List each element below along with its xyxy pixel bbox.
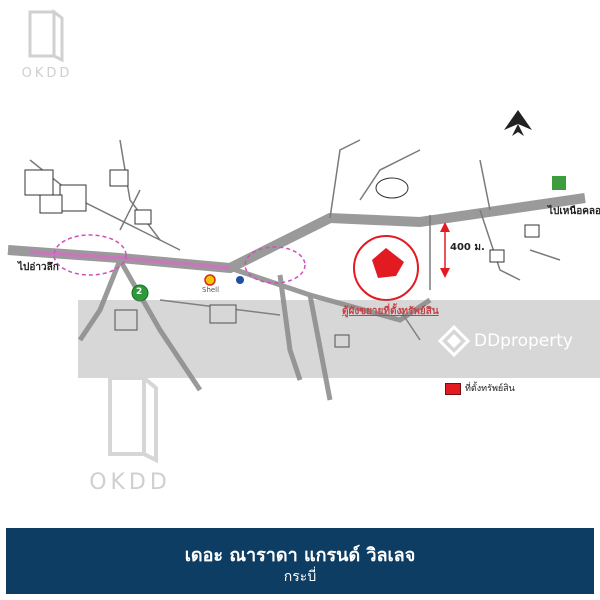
site-parcel: [372, 248, 404, 278]
secondary-roads: [77, 258, 432, 401]
label-to-ao-luek: ไปอ่าวลึก: [18, 262, 59, 273]
legend-label: ที่ตั้งทรัพย์สิน: [465, 384, 515, 394]
label-project-site: ตู้ผังขยายที่ตั้งทรัพย์สิน: [342, 306, 439, 317]
fuel-station-icon: [236, 276, 244, 284]
legend-swatch: [445, 383, 461, 395]
project-footer: เดอะ ณาราดา แกรนด์ วิลเลจ กระบี่: [6, 528, 594, 594]
landmark-green-icon: [552, 176, 566, 190]
okdd-logo-top: OKDD: [12, 6, 82, 86]
map-drawing: [7, 110, 586, 401]
ddproperty-watermark: DDproperty: [438, 323, 600, 359]
ddproperty-logo-icon: [438, 325, 470, 357]
label-shell: Shell: [202, 286, 220, 294]
highway-highlight: [29, 250, 231, 270]
marker-2-number: 2: [136, 287, 143, 297]
label-distance: 400 ม.: [450, 242, 485, 253]
compass-icon: [504, 110, 532, 136]
okdd-logo-bottom: OKDD: [80, 370, 180, 500]
local-roads: [29, 139, 561, 341]
site-circle: [353, 235, 419, 301]
location-map: ไปอ่าวลึก ไปเหนือคลอง 400 ม. ตู้ผังขยายท…: [0, 100, 600, 420]
label-to-nuea-khlong: ไปเหนือคลอง: [548, 206, 600, 217]
map-marker-2: [131, 284, 149, 302]
project-province: กระบี่: [283, 569, 317, 585]
area-highlight-west: [53, 234, 127, 276]
shell-icon: [204, 274, 216, 286]
area-highlight-center: [244, 246, 306, 284]
okdd-door-icon-large: [108, 373, 158, 464]
stadium-icon: [375, 177, 409, 199]
watermark-band: [78, 300, 600, 378]
buildings: [24, 169, 540, 348]
okdd-door-icon: [28, 9, 64, 63]
map-legend: ที่ตั้งทรัพย์สิน: [445, 381, 595, 397]
ddproperty-text: DDproperty: [474, 331, 573, 351]
okdd-brand-text: OKDD: [21, 66, 73, 81]
project-name: เดอะ ณาราดา แกรนด์ วิลเลจ: [184, 545, 416, 566]
okdd-brand-text-bottom: OKDD: [89, 470, 171, 495]
